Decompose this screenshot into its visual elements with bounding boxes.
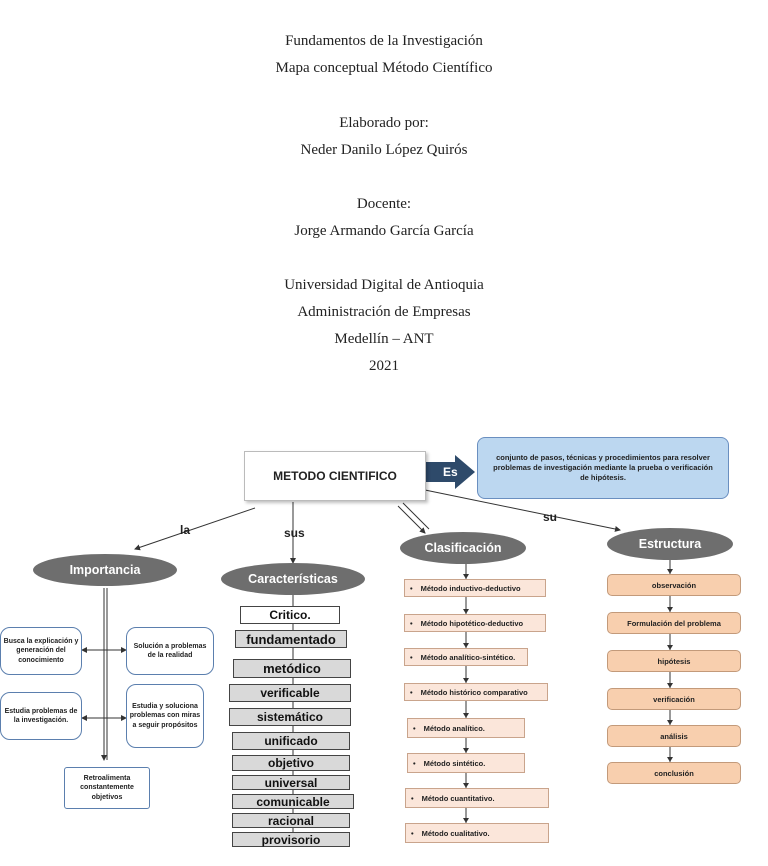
teacher-label: Docente: — [356, 196, 412, 212]
estructura-item: verificación — [607, 688, 741, 710]
teacher-name: Jorge Armando García García — [294, 223, 474, 239]
bullet-icon: • — [410, 652, 413, 662]
caracteristica-item: provisorio — [232, 832, 350, 847]
bullet-icon: • — [411, 828, 414, 838]
clasificacion-item: •Método sintético. — [407, 753, 525, 773]
clasificacion-item: •Método cualitativo. — [405, 823, 549, 843]
central-concept: METODO CIENTIFICO — [244, 451, 426, 501]
bullet-icon: • — [413, 758, 416, 768]
estructura-item: Formulación del problema — [607, 612, 741, 634]
caracteristica-item: objetivo — [232, 755, 350, 771]
caracteristica-item: comunicable — [232, 794, 354, 809]
caracteristica-item: fundamentado — [235, 630, 347, 648]
caracteristica-item: Critico. — [240, 606, 340, 624]
bullet-icon: • — [410, 618, 413, 628]
clasificacion-item: •Método hipotético-deductivo — [404, 614, 546, 632]
caracteristica-item: universal — [232, 775, 350, 790]
es-label: Es — [443, 465, 458, 479]
importancia-item: Estudia y soluciona problemas con miras … — [126, 684, 204, 748]
definition-box: conjunto de pasos, técnicas y procedimie… — [477, 437, 729, 499]
estructura-item: hipótesis — [607, 650, 741, 672]
clasificacion-item: •Método cuantitativo. — [405, 788, 549, 808]
bullet-icon: • — [410, 583, 413, 593]
importancia-item: Busca la explicación y generación del co… — [0, 627, 82, 675]
estructura-item: conclusión — [607, 762, 741, 784]
caracteristica-item: sistemático — [229, 708, 351, 726]
caracteristica-item: metódico — [233, 659, 351, 678]
program-name: Administración de Empresas — [297, 304, 471, 320]
bullet-icon: • — [410, 687, 413, 697]
connector-la: la — [180, 523, 191, 537]
city-name: Medellín – ANT — [334, 331, 434, 347]
course-title: Fundamentos de la Investigación — [285, 33, 483, 49]
importancia-item: Retroalimenta constantemente objetivos — [64, 767, 150, 809]
bullet-icon: • — [413, 723, 416, 733]
importancia-item: Estudia problemas de la investigación. — [0, 692, 82, 740]
caracteristica-item: verificable — [229, 684, 351, 702]
estructura-item: observación — [607, 574, 741, 596]
estructura-item: análisis — [607, 725, 741, 747]
bullet-icon: • — [411, 793, 414, 803]
author-name: Neder Danilo López Quirós — [300, 142, 468, 158]
caracteristicas-node: Características — [221, 563, 365, 595]
clasificacion-item: •Método histórico comparativo — [404, 683, 548, 701]
prepared-by-label: Elaborado por: — [339, 115, 429, 131]
university-name: Universidad Digital de Antioquia — [284, 277, 484, 293]
clasificacion-item: •Método inductivo-deductivo — [404, 579, 546, 597]
year: 2021 — [369, 358, 399, 374]
caracteristica-item: racional — [232, 813, 350, 828]
clasificacion-item: •Método analítico-sintético. — [404, 648, 528, 666]
clasificacion-node: Clasificación — [400, 532, 526, 564]
importancia-item: Solución a problemas de la realidad — [126, 627, 214, 675]
document-subtitle: Mapa conceptual Método Científico — [275, 60, 493, 76]
estructura-node: Estructura — [607, 528, 733, 560]
caracteristica-item: unificado — [232, 732, 350, 750]
connector-sus: sus — [284, 526, 305, 540]
connector-su: su — [543, 510, 558, 524]
clasificacion-item: •Método analítico. — [407, 718, 525, 738]
importancia-node: Importancia — [33, 554, 177, 586]
